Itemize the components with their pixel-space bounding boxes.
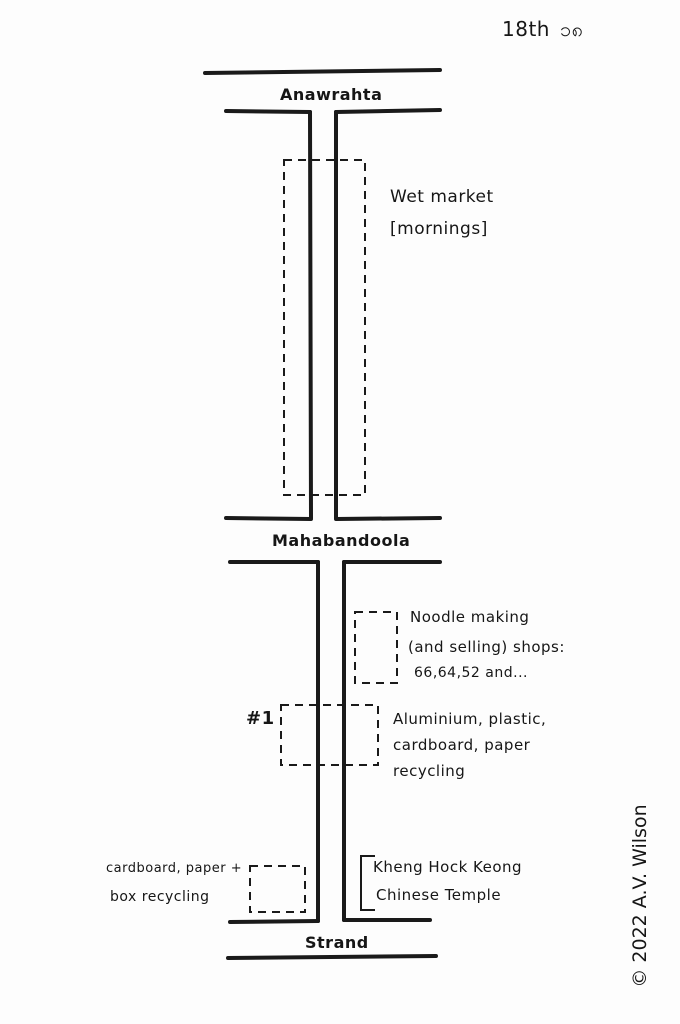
road-label-anawrahta: Anawrahta <box>280 85 383 104</box>
recycling-area-1 <box>280 704 379 766</box>
noodle-label-3: 66,64,52 and... <box>414 665 528 681</box>
noodle-shops-area <box>354 611 398 684</box>
recycling-label-2: cardboard, paper <box>393 736 531 754</box>
date-label: 18th <box>502 17 550 41</box>
temple-label-2: Chinese Temple <box>376 886 502 904</box>
street-west-edge-upper <box>308 110 313 520</box>
noodle-label-2: (and selling) shops: <box>408 638 565 656</box>
mahabandoola-north-edge-right <box>334 516 442 521</box>
anawrahta-south-edge-right <box>334 108 442 114</box>
temple-label-1: Kheng Hock Keong <box>373 858 523 876</box>
wet-market-hours: [mornings] <box>390 219 488 239</box>
wet-market-label: Wet market <box>390 187 494 207</box>
strand-south-edge <box>226 954 438 960</box>
marker-number: #1 <box>246 708 275 729</box>
noodle-label-1: Noodle making <box>410 608 530 626</box>
road-label-strand: Strand <box>305 933 369 952</box>
box-recycling-label-1: cardboard, paper + <box>106 861 243 876</box>
mahabandoola-north-edge-left <box>224 516 313 521</box>
date-burmese: ၁၈ <box>560 17 584 41</box>
box-recycling-label-2: box recycling <box>110 889 210 905</box>
box-recycling-area <box>249 865 306 913</box>
strand-north-edge-left <box>228 919 320 924</box>
temple-box <box>360 855 375 911</box>
road-label-mahabandoola: Mahabandoola <box>272 531 411 550</box>
copyright-notice: © 2022 A.V. Wilson <box>629 804 651 988</box>
recycling-label-1: Aluminium, plastic, <box>393 710 547 728</box>
anawrahta-south-edge-left <box>224 109 312 114</box>
anawrahta-north-edge <box>203 68 442 75</box>
wet-market-area <box>283 159 366 496</box>
recycling-label-3: recycling <box>393 762 466 780</box>
